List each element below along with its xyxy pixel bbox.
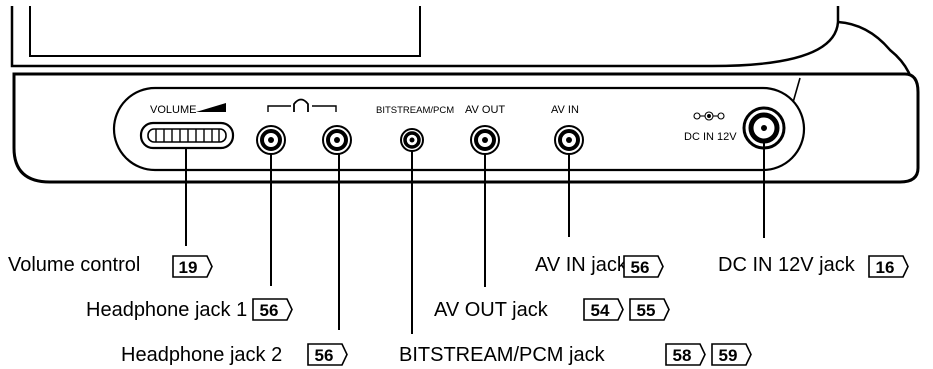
svg-text:58: 58 bbox=[673, 346, 692, 365]
callout-bitstream-text: BITSTREAM/PCM jack bbox=[399, 344, 606, 366]
callout-headphone-2: Headphone jack 2 56 bbox=[121, 343, 348, 366]
polarity-icon bbox=[693, 111, 725, 121]
leader-lines bbox=[185, 141, 765, 334]
callout-av-in-text: AV IN jack bbox=[535, 254, 628, 276]
headphone-bracket bbox=[267, 98, 337, 112]
page-ref-58: 58 bbox=[665, 343, 706, 366]
headphone-jack-2[interactable] bbox=[322, 125, 352, 155]
callout-volume-text: Volume control bbox=[8, 254, 140, 276]
callout-dc-in-text: DC IN 12V jack bbox=[718, 254, 856, 276]
page-ref-56-b: 56 bbox=[307, 343, 348, 366]
av-out-label: AV OUT bbox=[465, 104, 505, 116]
page-ref-56-c: 56 bbox=[623, 255, 664, 278]
page-ref-55: 55 bbox=[629, 298, 670, 321]
page-ref-59: 59 bbox=[711, 343, 752, 366]
dc-in-label: DC IN 12V bbox=[684, 131, 737, 143]
volume-wheel-ridges bbox=[155, 129, 220, 142]
av-in-jack[interactable]: AV IN bbox=[551, 104, 584, 155]
callout-av-out-text: AV OUT jack bbox=[434, 299, 549, 321]
connector-panel bbox=[112, 86, 806, 172]
headphone-icon bbox=[293, 98, 309, 112]
page-ref-56-a: 56 bbox=[252, 298, 293, 321]
callout-av-in: AV IN jack 56 bbox=[535, 254, 664, 278]
callout-dc-in: DC IN 12V jack 16 bbox=[718, 254, 909, 278]
headphone-jack-1[interactable] bbox=[256, 125, 286, 155]
callout-av-out: AV OUT jack 54 55 bbox=[434, 298, 670, 321]
callout-volume: Volume control 19 bbox=[8, 254, 213, 278]
svg-text:19: 19 bbox=[179, 258, 198, 277]
svg-text:55: 55 bbox=[637, 301, 656, 320]
svg-text:54: 54 bbox=[591, 301, 610, 320]
volume-label: VOLUME bbox=[150, 104, 196, 116]
page-ref-16: 16 bbox=[868, 255, 909, 278]
page-ref-19: 19 bbox=[172, 255, 213, 278]
svg-text:16: 16 bbox=[876, 258, 895, 277]
av-in-label: AV IN bbox=[551, 104, 579, 116]
callout-headphone-1-text: Headphone jack 1 bbox=[86, 299, 247, 321]
callout-headphone-2-text: Headphone jack 2 bbox=[121, 344, 282, 366]
volume-control[interactable]: VOLUME bbox=[139, 103, 235, 150]
volume-wedge-icon bbox=[196, 103, 226, 112]
dc-in-jack[interactable]: DC IN 12V bbox=[684, 106, 786, 150]
svg-text:56: 56 bbox=[315, 346, 334, 365]
bitstream-label: BITSTREAM/PCM bbox=[376, 105, 454, 116]
svg-text:59: 59 bbox=[719, 346, 738, 365]
svg-text:56: 56 bbox=[631, 258, 650, 277]
callout-headphone-1: Headphone jack 1 56 bbox=[86, 298, 293, 321]
callout-bitstream: BITSTREAM/PCM jack 58 59 bbox=[399, 343, 752, 366]
svg-text:56: 56 bbox=[260, 301, 279, 320]
page-ref-54: 54 bbox=[583, 298, 624, 321]
